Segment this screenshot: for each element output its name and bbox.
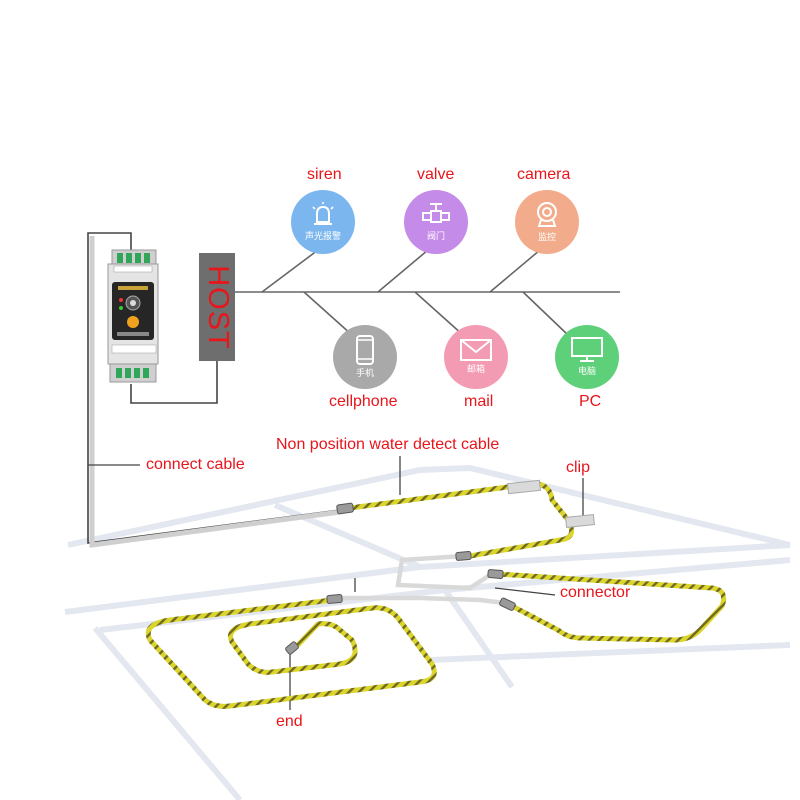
camera-label: camera [517,166,571,183]
camera-icon [537,202,557,227]
jumper-cables [338,553,506,606]
pc-label: PC [579,393,602,410]
clip-label: clip [566,459,591,476]
detect-cables [145,481,727,709]
connect-cable-label: connect cable [146,456,245,473]
cable-clips [507,479,595,528]
pc-cn-label: 电脑 [577,367,596,377]
valve-cn-label: 阀门 [426,232,445,242]
mail-icon [460,339,492,361]
detect-cable-label: Non position water detect cable [276,436,500,453]
host-label-wrap: HOST [199,253,235,361]
siren-circle: 声光报警 [291,190,355,254]
mail-circle: 邮箱 [444,325,508,389]
cellphone-circle: 手机 [333,325,397,389]
cellphone-cn-label: 手机 [355,369,374,379]
camera-cn-label: 监控 [537,233,556,243]
network-lines [235,249,620,336]
host-box [199,253,235,361]
pc-circle: 电脑 [555,325,619,389]
cellphone-label: cellphone [329,393,398,410]
monitor-icon [571,337,603,362]
cable-connectors [285,502,516,655]
cellphone-icon [356,335,374,365]
host-label: HOST [201,264,234,350]
siren-cn-label: 声光报警 [304,232,341,242]
connector-label: connector [560,584,631,601]
valve-icon [422,203,450,223]
end-label: end [276,713,303,730]
siren-label: siren [307,166,342,183]
valve-circle: 阀门 [404,190,468,254]
mail-cn-label: 邮箱 [466,365,485,375]
controller-device [107,249,159,383]
floor-grid [64,464,791,800]
siren-icon [312,202,334,225]
white-cable [89,236,341,548]
mail-label: mail [464,393,494,410]
camera-circle: 监控 [515,190,579,254]
valve-label: valve [417,166,455,183]
